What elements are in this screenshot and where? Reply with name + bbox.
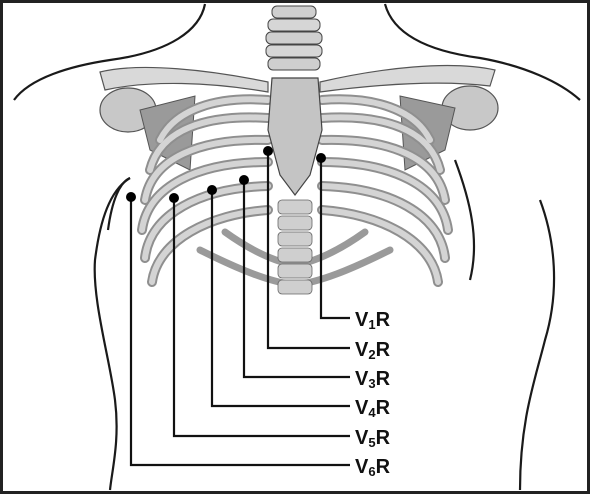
electrode-v4r xyxy=(207,185,217,195)
electrode-v3r xyxy=(239,175,249,185)
electrode-v6r xyxy=(126,192,136,202)
cervical-spine xyxy=(266,6,322,70)
electrode-v2r xyxy=(263,146,273,156)
electrode-v5r xyxy=(169,193,179,203)
electrode-v1r xyxy=(316,153,326,163)
